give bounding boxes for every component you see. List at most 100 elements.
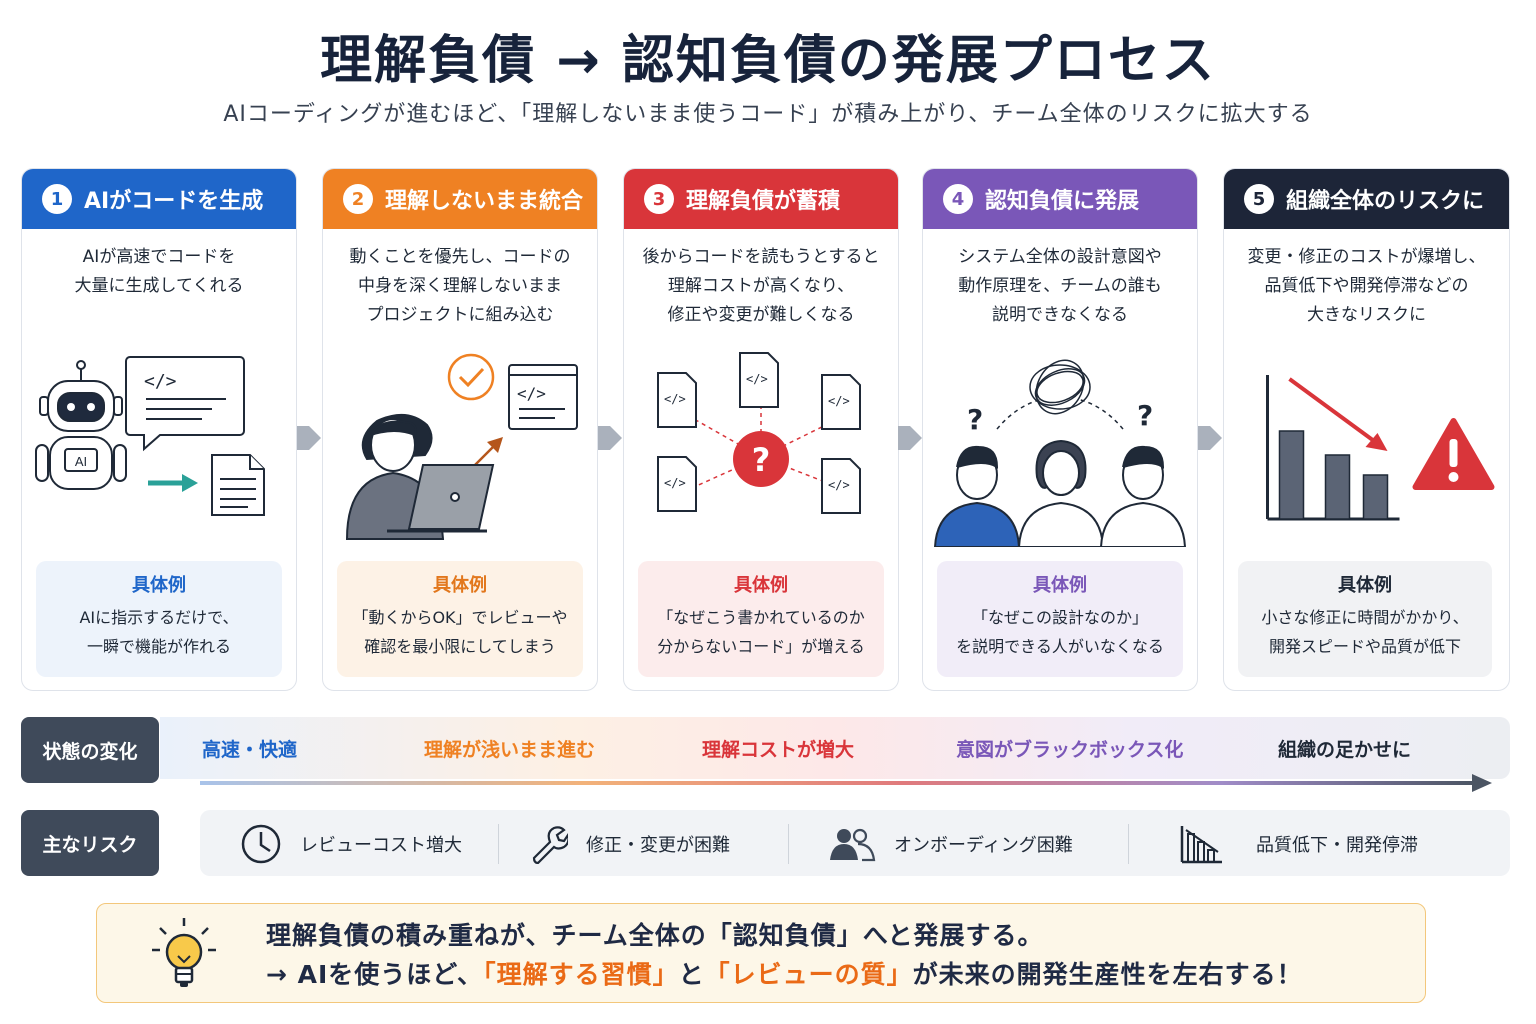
- divider: [788, 824, 789, 864]
- desc-line: 中身を深く理解しないまま: [358, 276, 562, 296]
- step-example-3: 具体例 「なぜこう書かれているのか 分からないコード」が増える: [638, 561, 884, 677]
- question-mark-icon: ?: [1137, 399, 1153, 432]
- step-header-2: 2 理解しないまま統合: [323, 169, 597, 229]
- desc-line: 修正や変更が難しくなる: [667, 305, 855, 325]
- step-card-2: 2 理解しないまま統合 動くことを優先し、コードの 中身を深く理解しないまま プ…: [322, 168, 598, 691]
- svg-text:</>: </>: [664, 392, 686, 406]
- svg-text:</>: </>: [828, 478, 850, 492]
- step-header-4: 4 認知負債に発展: [923, 169, 1197, 229]
- declining-bar-chart-icon: [1266, 375, 1400, 521]
- progress-arrow: [200, 774, 1492, 792]
- divider: [498, 824, 499, 864]
- example-line: 分からないコード」が増える: [657, 637, 865, 656]
- state-item-1: 高速・快適: [202, 739, 298, 761]
- question-mark-icon: ?: [733, 431, 789, 487]
- step-title-4: 認知負債に発展: [985, 189, 1140, 214]
- step-header-5: 5 組織全体のリスクに: [1224, 169, 1509, 229]
- step-number-1: 1: [42, 184, 72, 214]
- example-line: AIに指示するだけで、: [79, 608, 239, 627]
- svg-text:</>: </>: [746, 372, 768, 386]
- risk-item-4: 品質低下・開発停滞: [1178, 826, 1418, 864]
- step-title-5: 組織全体のリスクに: [1286, 189, 1485, 214]
- desc-line: 大量に生成してくれる: [74, 276, 244, 296]
- desc-line: 動作原理を、チームの誰も: [958, 276, 1162, 296]
- step-description-4: システム全体の設計意図や 動作原理を、チームの誰も 説明できなくなる: [923, 243, 1197, 330]
- step-description-5: 変更・修正のコストが爆増し、 品質低下や開発停滞などの 大きなリスクに: [1224, 243, 1509, 330]
- desc-line: プロジェクトに組み込む: [366, 305, 554, 325]
- step-example-5: 具体例 小さな修正に時間がかかり、 開発スピードや品質が低下: [1238, 561, 1492, 677]
- step-card-4: 4 認知負債に発展 システム全体の設計意図や 動作原理を、チームの誰も 説明でき…: [922, 168, 1198, 691]
- state-item-3: 理解コストが増大: [702, 739, 855, 761]
- step-example-1: 具体例 AIに指示するだけで、 一瞬で機能が作れる: [36, 561, 282, 677]
- example-line: 開発スピードや品質が低下: [1268, 637, 1461, 656]
- step-title-1: AIがコードを生成: [84, 189, 264, 214]
- example-line: 「なぜこの設計なのか」: [971, 608, 1148, 627]
- robot-icon: [35, 360, 127, 490]
- developer-with-laptop-illustration: </>: [345, 353, 578, 540]
- person-icon: [1099, 445, 1187, 547]
- risk-label: 修正・変更が困難: [586, 835, 730, 856]
- lightbulb-icon: [152, 918, 216, 987]
- example-label: 具体例: [132, 575, 186, 596]
- state-change-label: 状態の変化: [21, 717, 159, 783]
- risk-item-1: レビューコスト増大: [240, 824, 462, 864]
- code-symbols: </></> </></></>: [664, 372, 850, 492]
- scattered-code-files-illustration: </></> </></></> ?: [657, 352, 861, 514]
- desc-line: 変更・修正のコストが爆増し、: [1247, 247, 1486, 267]
- risk-bar: [200, 810, 1510, 876]
- step-card-5: 5 組織全体のリスクに 変更・修正のコストが爆増し、 品質低下や開発停滞などの …: [1223, 168, 1510, 691]
- person-icon: [933, 445, 1021, 547]
- example-label: 具体例: [433, 575, 487, 596]
- main-risk-label: 主なリスク: [21, 810, 159, 876]
- state-change-bar: [160, 717, 1510, 779]
- step-header-3: 3 理解負債が蓄積: [624, 169, 898, 229]
- example-line: 一瞬で機能が作れる: [86, 637, 231, 656]
- step-number-5: 5: [1244, 184, 1274, 214]
- example-line: 小さな修正に時間がかかり、: [1261, 608, 1469, 627]
- desc-line: システム全体の設計意図や: [958, 247, 1162, 267]
- robot-generating-code-illustration: AI </>: [35, 356, 265, 516]
- tangled-thought-icon: [1029, 359, 1091, 415]
- example-line: 「なぜこう書かれているのか: [657, 608, 865, 627]
- desc-line: 理解コストが高くなり、: [667, 276, 855, 296]
- step-header-1: 1 AIがコードを生成: [22, 169, 296, 229]
- declining-chart-warning-illustration: [1266, 375, 1495, 521]
- person-icon: [1017, 439, 1105, 547]
- arrow-up-right-icon: [474, 437, 503, 466]
- svg-text:?: ?: [752, 441, 771, 479]
- clock-icon: [241, 824, 281, 864]
- highlight-understanding-habit: 「理解する習慣」: [483, 960, 679, 989]
- desc-line: 動くことを優先し、コードの: [349, 247, 571, 267]
- example-label: 具体例: [734, 575, 788, 596]
- check-circle-icon: [447, 353, 495, 401]
- wrench-icon: [532, 826, 568, 864]
- desc-line: 大きなリスクに: [1307, 305, 1426, 325]
- highlight-review-quality: 「レビューの質」: [704, 960, 913, 989]
- step-number-4: 4: [943, 184, 973, 214]
- example-text: 「なぜこう書かれているのか 分からないコード」が増える: [638, 603, 884, 661]
- confused-team-illustration: ? ?: [933, 359, 1187, 547]
- chevron-right-icon: [598, 426, 622, 450]
- step-title-3: 理解負債が蓄積: [686, 189, 841, 214]
- step-description-1: AIが高速でコードを 大量に生成してくれる: [22, 243, 296, 301]
- step-number-2: 2: [343, 184, 373, 214]
- risk-label: レビューコスト増大: [300, 835, 462, 856]
- state-item-2: 理解が浅いまま進む: [424, 739, 596, 761]
- desc-line: 説明できなくなる: [992, 305, 1128, 325]
- svg-text:</>: </>: [828, 394, 850, 408]
- step-example-2: 具体例 「動くからOK」でレビューや 確認を最小限にしてしまう: [337, 561, 583, 677]
- example-line: 確認を最小限にしてしまう: [364, 637, 556, 656]
- robot-ai-label: AI: [75, 454, 87, 469]
- step-description-3: 後からコードを読もうとすると 理解コストが高くなり、 修正や変更が難しくなる: [624, 243, 898, 330]
- divider: [1128, 824, 1129, 864]
- page-title: 理解負債 → 認知負債の発展プロセス: [320, 31, 1216, 91]
- example-label: 具体例: [1338, 575, 1392, 596]
- code-speech-bubble-icon: [125, 356, 245, 452]
- declining-chart-icon: [1180, 826, 1222, 864]
- risk-item-3: オンボーディング困難: [828, 828, 1073, 862]
- step-example-4: 具体例 「なぜこの設計なのか」 を説明できる人がいなくなる: [937, 561, 1183, 677]
- example-text: 「なぜこの設計なのか」 を説明できる人がいなくなる: [937, 603, 1183, 661]
- example-text: 小さな修正に時間がかかり、 開発スピードや品質が低下: [1238, 603, 1492, 661]
- desc-line: 後からコードを読もうとすると: [642, 247, 880, 267]
- risk-label: 品質低下・開発停滞: [1256, 835, 1418, 856]
